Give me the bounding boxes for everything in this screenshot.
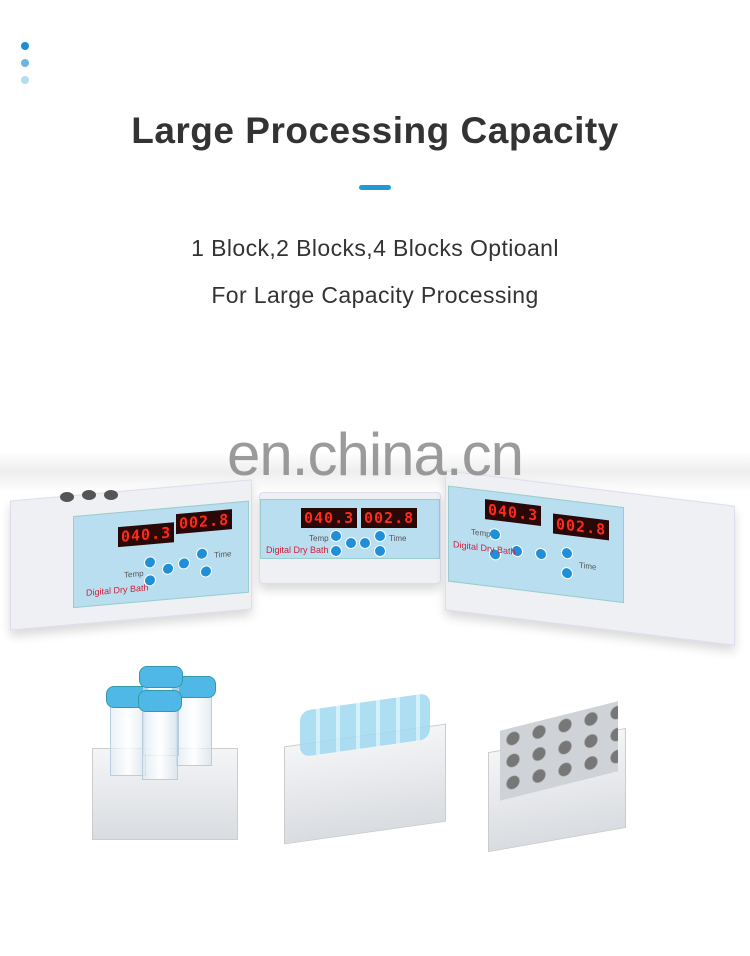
dry-bath-device-left: 040.3 002.8 Temp Time Digital Dry Bath: [10, 479, 252, 631]
page-title: Large Processing Capacity: [131, 110, 619, 151]
dry-bath-device-center: 040.3 002.8 Temp Time Digital Dry Bath: [259, 492, 441, 584]
brand-label: Digital Dry Bath: [86, 582, 149, 598]
time-down-button[interactable]: [200, 564, 212, 578]
time-label: Time: [389, 534, 407, 543]
time-display: 002.8: [176, 509, 233, 535]
time-up-button[interactable]: [561, 546, 573, 560]
background-band: [0, 452, 750, 492]
title-underline: [359, 185, 391, 190]
temp-label: Temp: [124, 568, 144, 580]
temp-down-button[interactable]: [330, 545, 342, 557]
control-panel: 040.3 002.8 Temp Time Digital Dry Bath: [260, 499, 440, 559]
brand-label: Digital Dry Bath: [266, 545, 329, 555]
temp-up-button[interactable]: [330, 530, 342, 542]
control-panel: 040.3 002.8 Temp Time Digital Dry Bath: [73, 500, 249, 609]
tube-cap: [138, 690, 182, 712]
centrifuge-tube: [110, 698, 146, 776]
time-label: Time: [579, 560, 597, 572]
temp-up-button[interactable]: [144, 555, 156, 569]
set-button[interactable]: [345, 537, 357, 549]
run-button[interactable]: [535, 547, 547, 561]
time-label: Time: [214, 549, 232, 560]
tube-hole: [82, 490, 96, 500]
centrifuge-tube: [142, 702, 178, 780]
temp-label: Temp: [471, 527, 491, 539]
run-button[interactable]: [178, 556, 190, 570]
time-up-button[interactable]: [196, 547, 208, 561]
pager-dot-3[interactable]: [21, 76, 29, 84]
centrifuge-tube: [176, 688, 212, 766]
temp-display: 040.3: [485, 499, 542, 527]
set-button[interactable]: [162, 562, 174, 576]
pager-dot-2[interactable]: [21, 59, 29, 67]
time-down-button[interactable]: [561, 566, 573, 580]
brand-label: Digital Dry Bath: [453, 539, 516, 557]
tube-cap: [139, 666, 183, 688]
temp-label: Temp: [309, 534, 329, 543]
time-display: 002.8: [361, 508, 418, 528]
tube-hole: [104, 490, 118, 500]
control-panel: 040.3 002.8 Temp Time Digital Dry Bath: [448, 485, 624, 604]
dry-bath-device-right: 040.3 002.8 Temp Time Digital Dry Bath: [445, 470, 735, 646]
tube-hole: [60, 492, 74, 502]
time-down-button[interactable]: [374, 545, 386, 557]
run-button[interactable]: [359, 537, 371, 549]
time-up-button[interactable]: [374, 530, 386, 542]
time-display: 002.8: [553, 513, 610, 541]
subtitle-line-1: 1 Block,2 Blocks,4 Blocks Optioanl: [191, 235, 559, 261]
watermark: en.china.cn: [227, 421, 524, 488]
pager-dot-1[interactable]: [21, 42, 29, 50]
subtitle-line-2: For Large Capacity Processing: [211, 282, 539, 308]
temp-display: 040.3: [118, 522, 175, 548]
temp-display: 040.3: [301, 508, 358, 528]
